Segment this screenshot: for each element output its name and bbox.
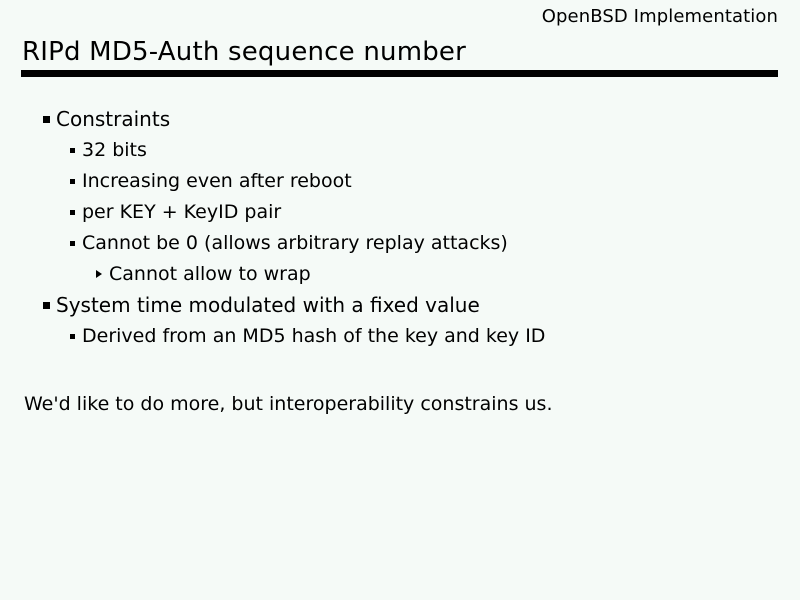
square-bullet-icon — [70, 179, 75, 184]
title-divider — [21, 70, 778, 77]
square-bullet-icon — [70, 210, 75, 215]
list-item: Increasing even after reboot — [0, 166, 800, 197]
list-item-label: Derived from an MD5 hash of the key and … — [82, 325, 546, 347]
closing-paragraph: We'd like to do more, but interoperabili… — [24, 393, 553, 415]
list-item: System time modulated with a fixed value — [0, 290, 800, 321]
square-bullet-icon — [43, 116, 50, 123]
list-item-label: System time modulated with a fixed value — [56, 293, 480, 317]
square-bullet-icon — [70, 241, 75, 246]
list-item: per KEY + KeyID pair — [0, 197, 800, 228]
list-item-label: Cannot be 0 (allows arbitrary replay att… — [82, 232, 508, 254]
list-item-label: per KEY + KeyID pair — [82, 201, 282, 223]
list-item-label: Increasing even after reboot — [82, 170, 352, 192]
list-item-label: Constraints — [56, 107, 171, 131]
list-item: Derived from an MD5 hash of the key and … — [0, 321, 800, 352]
list-item: Cannot allow to wrap — [0, 259, 800, 290]
list-item-label: 32 bits — [82, 139, 147, 161]
list-item-label: Cannot allow to wrap — [109, 263, 311, 285]
list-item: Constraints — [0, 104, 800, 135]
list-item: Cannot be 0 (allows arbitrary replay att… — [0, 228, 800, 259]
square-bullet-icon — [70, 334, 75, 339]
bullet-list: Constraints 32 bits Increasing even afte… — [0, 104, 800, 352]
list-item: 32 bits — [0, 135, 800, 166]
square-bullet-icon — [70, 148, 75, 153]
square-bullet-icon — [43, 302, 50, 309]
triangle-bullet-icon — [96, 270, 102, 278]
slide-header-label: OpenBSD Implementation — [541, 6, 778, 27]
slide-title: RIPd MD5-Auth sequence number — [22, 37, 467, 67]
